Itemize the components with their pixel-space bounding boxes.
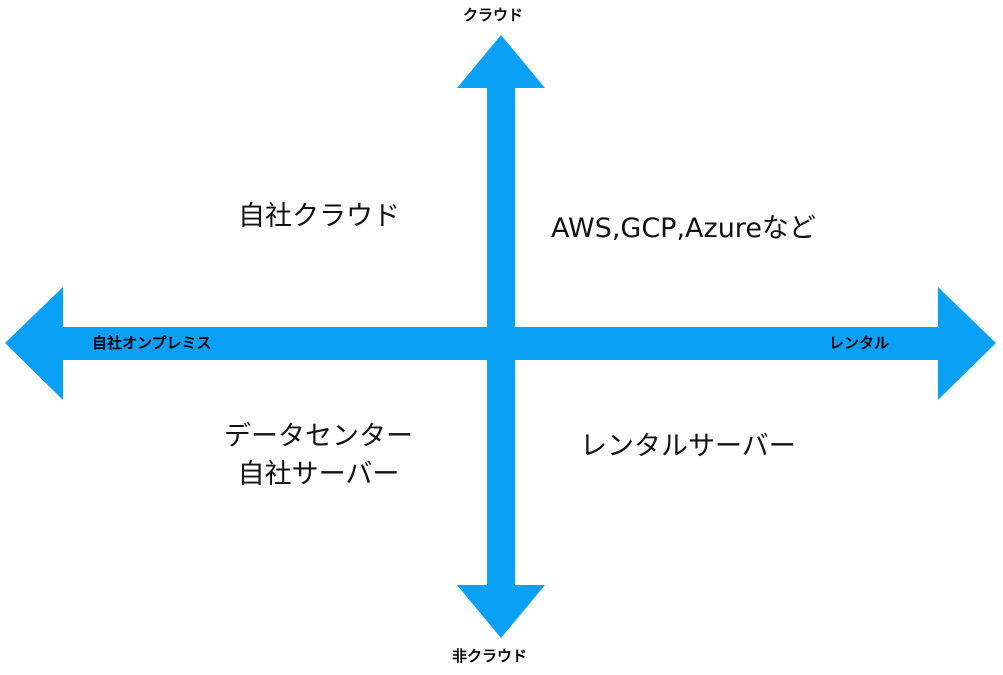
quadrant-top-left: 自社クラウド [238,198,400,236]
quadrant-bottom-left-line2: 自社サーバー [237,458,400,490]
quadrant-bottom-left: データセンター 自社サーバー [224,418,413,494]
horizontal-axis-arrow [5,287,996,400]
quadrant-top-left-text: 自社クラウド [238,201,400,232]
quadrant-top-right-text: AWS,GCP,Azureなど [551,213,816,244]
axis-label-right: レンタル [829,334,890,352]
quadrant-bottom-right-text: レンタルサーバー [580,431,796,462]
quadrant-top-right: AWS,GCP,Azureなど [551,210,816,248]
quadrant-bottom-right: レンタルサーバー [580,428,796,466]
axis-label-left: 自社オンプレミス [92,334,212,352]
quadrant-bottom-left-line1: データセンター [224,421,413,452]
axis-label-top: クラウド [463,6,524,24]
axis-label-bottom: 非クラウド [452,647,528,665]
